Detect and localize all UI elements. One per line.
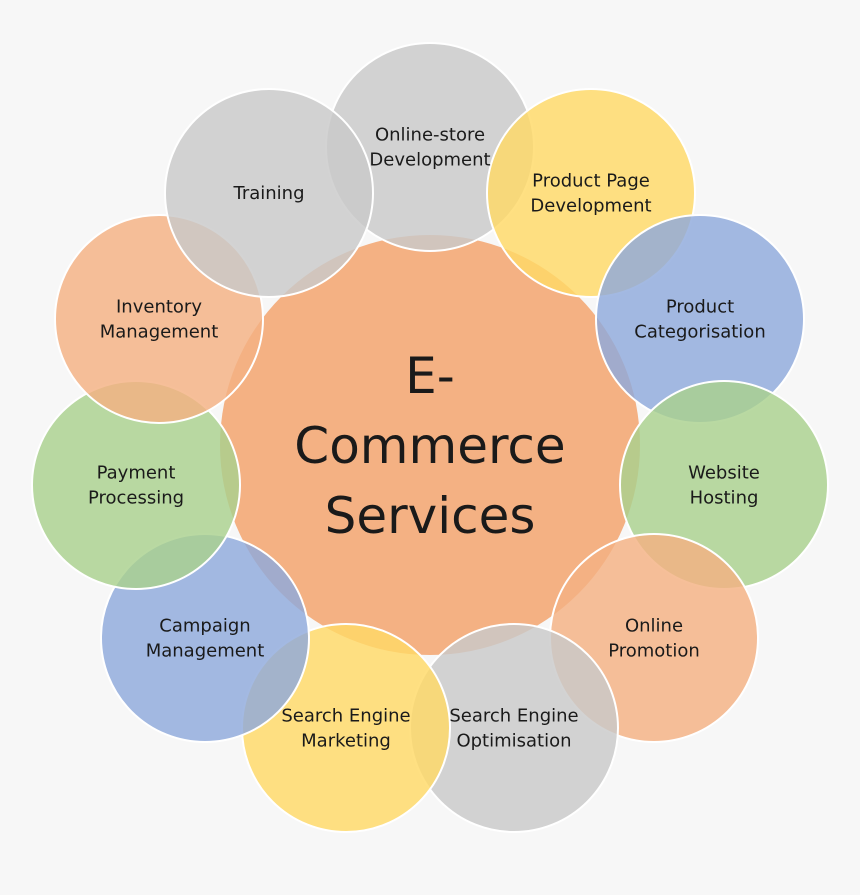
service-label: Optimisation — [456, 731, 571, 752]
center-node — [220, 235, 640, 655]
service-label: Payment — [97, 463, 176, 484]
center-label: Services — [325, 487, 536, 545]
service-label: Categorisation — [634, 322, 765, 343]
service-label: Training — [232, 183, 304, 204]
center-circle — [220, 235, 640, 655]
service-label: Online — [625, 616, 683, 637]
service-label: Management — [100, 322, 219, 343]
service-label: Product Page — [532, 171, 650, 192]
service-label: Management — [146, 641, 265, 662]
service-label: Search Engine — [281, 706, 410, 727]
service-label: Hosting — [690, 488, 759, 509]
center-label: E- — [405, 347, 455, 405]
service-label: Development — [369, 150, 490, 171]
service-label: Search Engine — [449, 706, 578, 727]
center-label: Commerce — [294, 417, 565, 475]
service-label: Inventory — [116, 297, 202, 318]
service-label: Development — [530, 196, 651, 217]
service-label: Campaign — [159, 616, 250, 637]
service-circle — [164, 88, 374, 298]
service-label: Marketing — [301, 731, 391, 752]
service-label: Product — [666, 297, 734, 318]
service-label: Promotion — [608, 641, 700, 662]
service-label: Online-store — [375, 125, 485, 146]
service-label: Processing — [88, 488, 184, 509]
service-label: Website — [688, 463, 760, 484]
service-node — [164, 88, 374, 298]
